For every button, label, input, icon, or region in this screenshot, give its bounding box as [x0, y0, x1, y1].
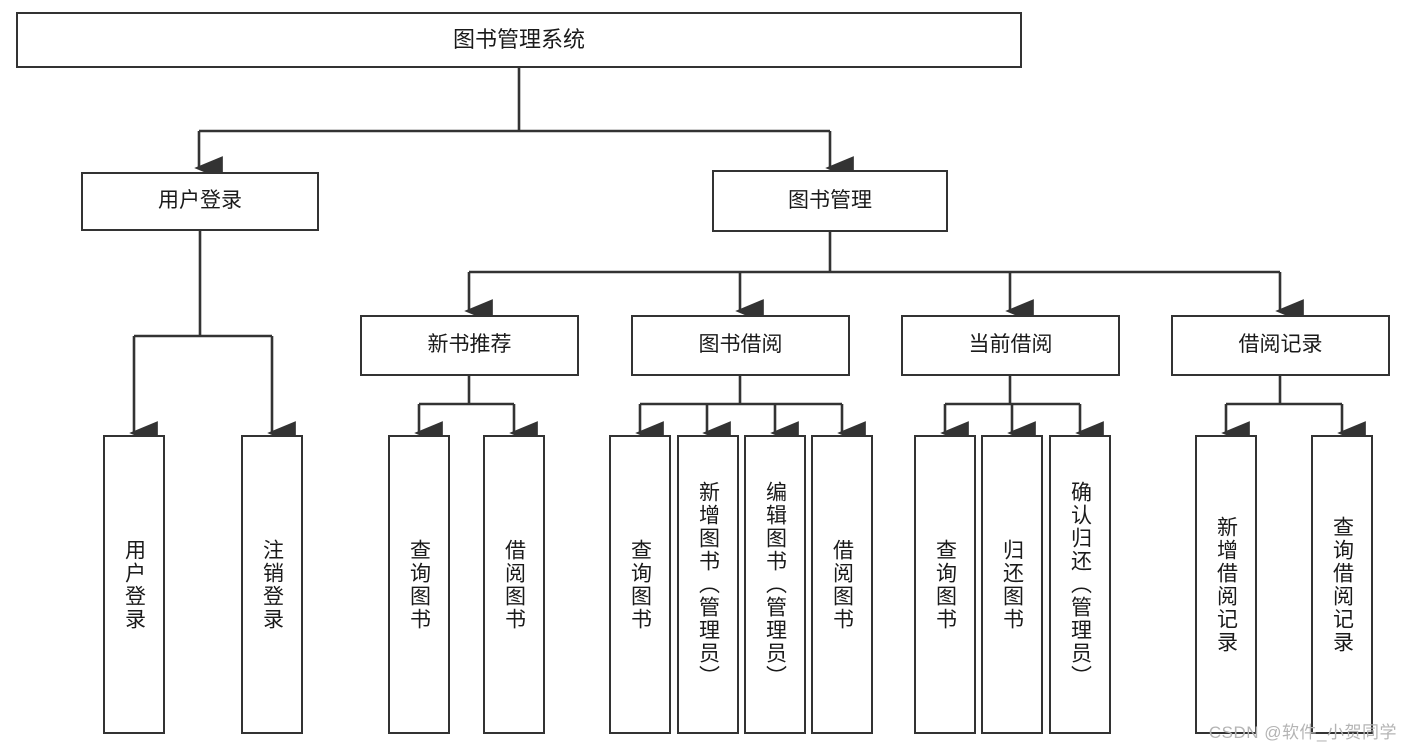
- leaf-user-login-signin[interactable]: 用户登录: [103, 435, 165, 734]
- leaf-borrow-record-add[interactable]: 新增借阅记录: [1195, 435, 1257, 734]
- node-label: 借阅记录: [1238, 333, 1323, 357]
- node-label: 图书借阅: [698, 333, 783, 357]
- node-label: 借阅图书: [830, 538, 854, 631]
- leaf-current-borrow-query[interactable]: 查询图书: [914, 435, 976, 734]
- leaf-new-book-borrow[interactable]: 借阅图书: [483, 435, 545, 734]
- node-label: 查询借阅记录: [1330, 515, 1354, 654]
- leaf-user-login-signout[interactable]: 注销登录: [241, 435, 303, 734]
- node-label: 借阅图书: [502, 538, 526, 631]
- node-book-borrow[interactable]: 图书借阅: [631, 315, 850, 376]
- node-label: 用户登录: [158, 189, 242, 213]
- node-label: 新书推荐: [427, 333, 512, 357]
- node-root-system[interactable]: 图书管理系统: [16, 12, 1022, 68]
- node-label: 图书管理: [788, 188, 872, 212]
- leaf-borrow-record-query[interactable]: 查询借阅记录: [1311, 435, 1373, 734]
- node-label: 注销登录: [260, 538, 284, 631]
- node-label: 图书管理系统: [452, 27, 585, 53]
- leaf-book-borrow-edit[interactable]: 编辑图书（管理员）: [744, 435, 806, 734]
- node-label: 确认归还（管理员）: [1068, 481, 1092, 688]
- leaf-book-borrow-add[interactable]: 新增图书（管理员）: [677, 435, 739, 734]
- leaf-book-borrow-lend[interactable]: 借阅图书: [811, 435, 873, 734]
- node-borrow-record[interactable]: 借阅记录: [1171, 315, 1390, 376]
- node-label: 新增图书（管理员）: [696, 481, 720, 688]
- leaf-new-book-query[interactable]: 查询图书: [388, 435, 450, 734]
- node-current-borrow[interactable]: 当前借阅: [901, 315, 1120, 376]
- node-user-login[interactable]: 用户登录: [81, 172, 319, 231]
- node-label: 归还图书: [1000, 538, 1024, 631]
- node-label: 编辑图书（管理员）: [763, 481, 787, 688]
- watermark-text: CSDN @软件_小贺同学: [1208, 723, 1397, 742]
- node-label: 查询图书: [407, 538, 431, 631]
- node-label: 查询图书: [933, 538, 957, 631]
- node-label: 查询图书: [628, 538, 652, 631]
- node-new-book-recommend[interactable]: 新书推荐: [360, 315, 579, 376]
- leaf-current-borrow-return[interactable]: 归还图书: [981, 435, 1043, 734]
- leaf-current-borrow-confirm-return[interactable]: 确认归还（管理员）: [1049, 435, 1111, 734]
- node-label: 新增借阅记录: [1214, 515, 1238, 654]
- node-label: 用户登录: [122, 538, 146, 631]
- node-book-management[interactable]: 图书管理: [712, 170, 948, 232]
- node-label: 当前借阅: [968, 333, 1053, 357]
- leaf-book-borrow-query[interactable]: 查询图书: [609, 435, 671, 734]
